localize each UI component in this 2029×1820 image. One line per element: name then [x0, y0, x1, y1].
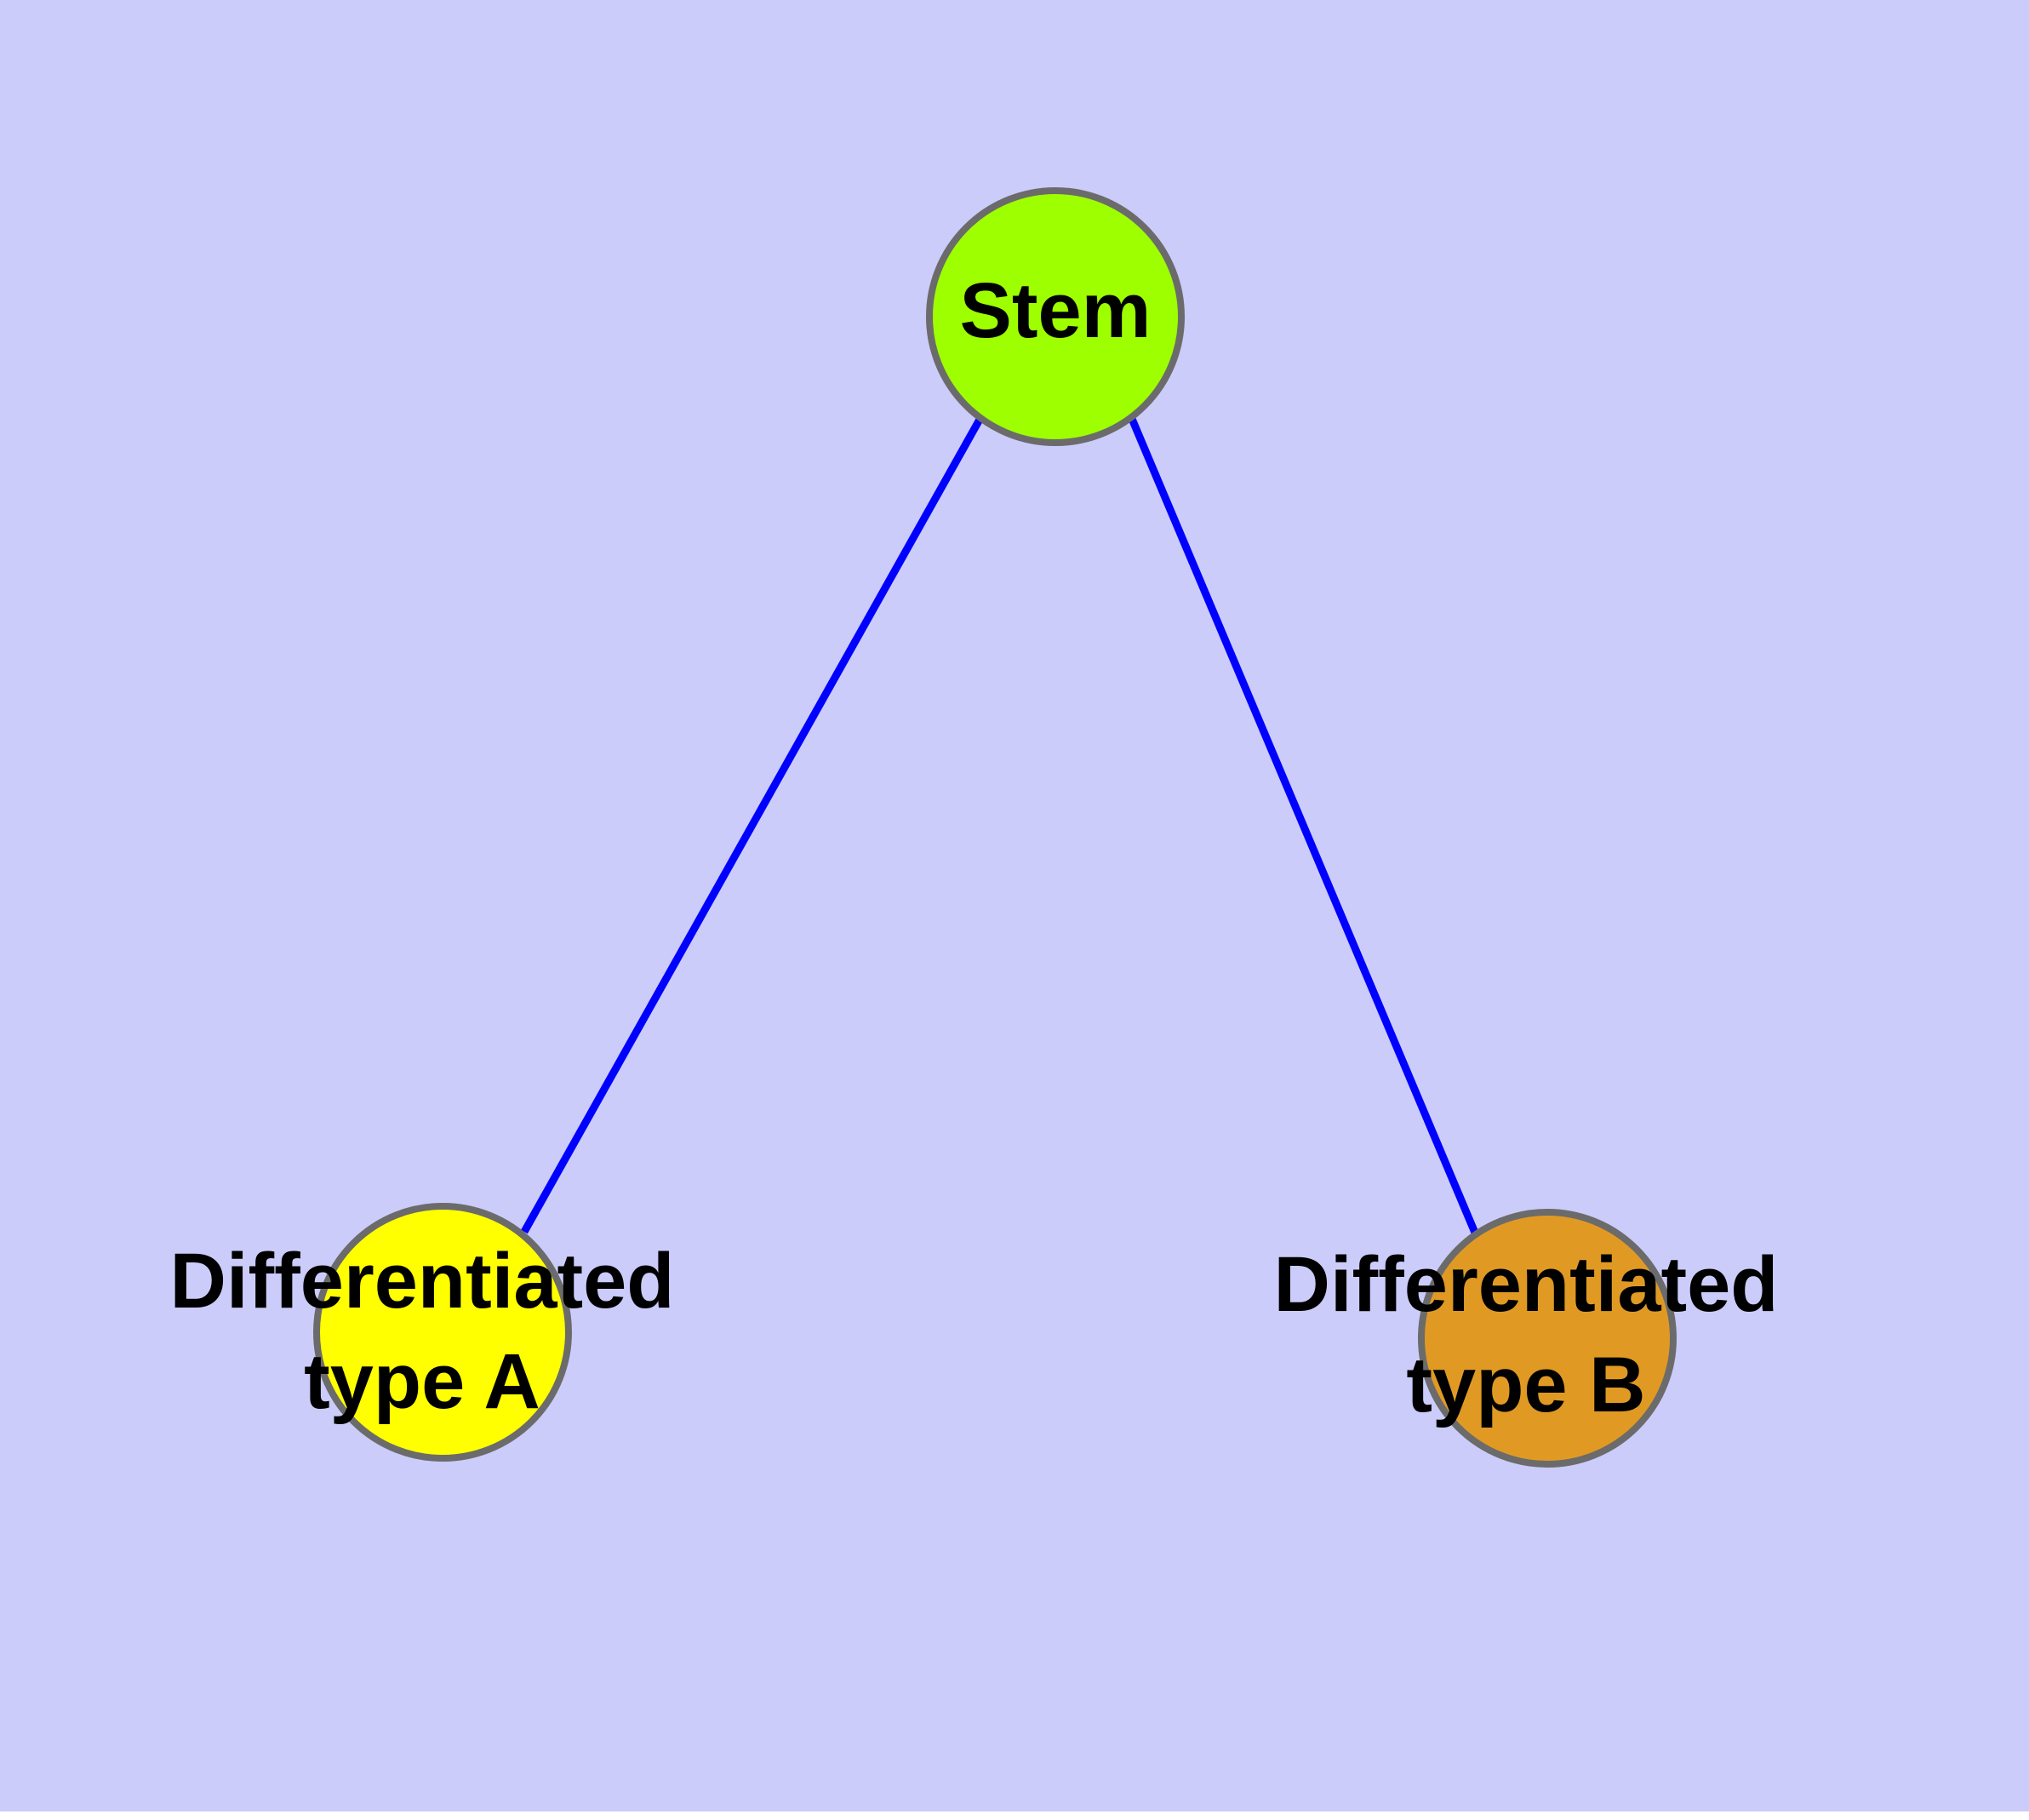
node-label-line: Stem	[960, 267, 1152, 354]
node-diff_a[interactable]	[313, 1203, 572, 1462]
node-label-stem: Stem	[960, 267, 1152, 354]
node-label-line: Differentiated	[1274, 1241, 1779, 1328]
node-stem[interactable]	[926, 187, 1185, 446]
node-label-line: Differentiated	[170, 1238, 675, 1325]
node-label-diff_b: Differentiated type B	[1274, 1241, 1779, 1428]
node-label-line: type A	[304, 1338, 540, 1425]
node-label-line: type B	[1406, 1342, 1645, 1428]
edge-stem-diff-b	[1128, 417, 1479, 1234]
edge-stem-diff-a	[521, 415, 984, 1234]
nodes-layer	[313, 187, 1677, 1468]
node-diff_b[interactable]	[1418, 1209, 1677, 1468]
node-label-diff_a: Differentiated type A	[170, 1238, 675, 1425]
edges-layer	[521, 415, 1479, 1234]
